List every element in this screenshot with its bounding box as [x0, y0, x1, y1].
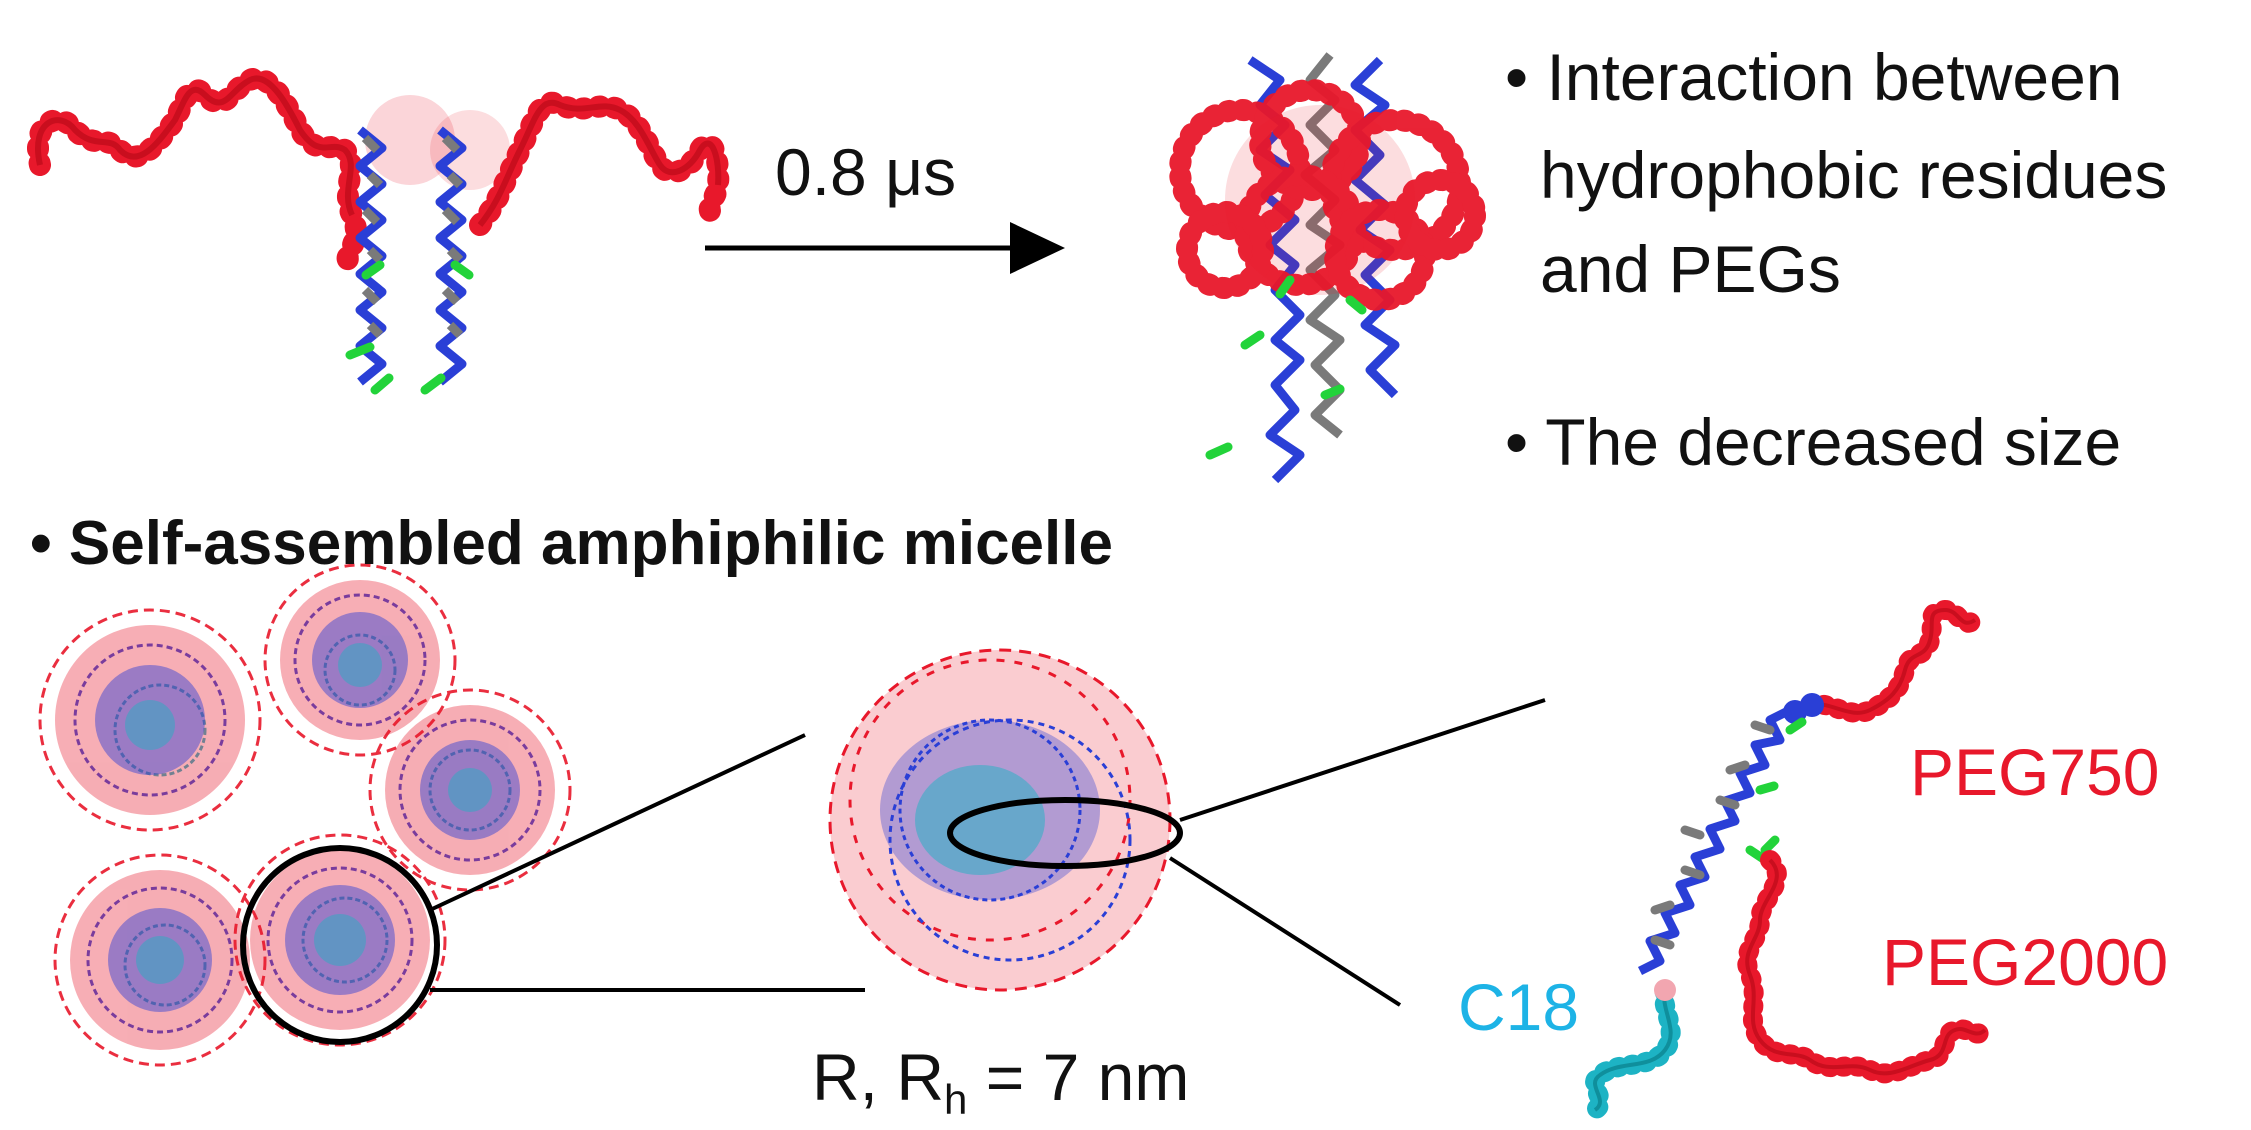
zoom-line-upper-2 [1179, 698, 1546, 822]
time-arrow [705, 222, 1065, 274]
bullet-interaction-line3: and PEGs [1540, 232, 1841, 306]
radius-label-prefix: R, R [812, 1040, 944, 1114]
micelle-cluster [38, 563, 572, 1067]
radius-label-subscript: h [944, 1076, 968, 1124]
time-label: 0.8 μs [775, 135, 957, 209]
label-peg750: PEG750 [1910, 735, 2160, 809]
single-amphiphile [1585, 599, 1995, 1120]
label-peg2000: PEG2000 [1882, 925, 2169, 999]
zoom-line-lower-2 [1168, 856, 1402, 1007]
collapsed-conjugate-structure [1169, 52, 1486, 484]
zoom-circle-cluster [240, 845, 440, 1045]
bullet-decreased-size: • The decreased size [1505, 405, 2122, 479]
peptide-backbone [1637, 705, 1793, 976]
bullet-interaction-line1: • Interaction between [1505, 40, 2123, 114]
extended-conjugate-structure [27, 67, 730, 395]
bullet-interaction-line2: hydrophobic residues [1540, 138, 2168, 212]
single-micelle [828, 648, 1183, 992]
zoom-line-upper [429, 733, 806, 912]
label-c18: C18 [1458, 970, 1580, 1044]
zoom-ellipse-micelle [947, 797, 1183, 869]
radius-label-suffix: = 7 nm [967, 1040, 1190, 1114]
peg750-chain [1800, 599, 1985, 723]
c18-tail [1585, 980, 1681, 1120]
radius-label: R, Rh = 7 nm [812, 1040, 1189, 1124]
section-heading: • Self-assembled amphiphilic micelle [30, 509, 1113, 578]
peg-chain-left [27, 67, 367, 271]
